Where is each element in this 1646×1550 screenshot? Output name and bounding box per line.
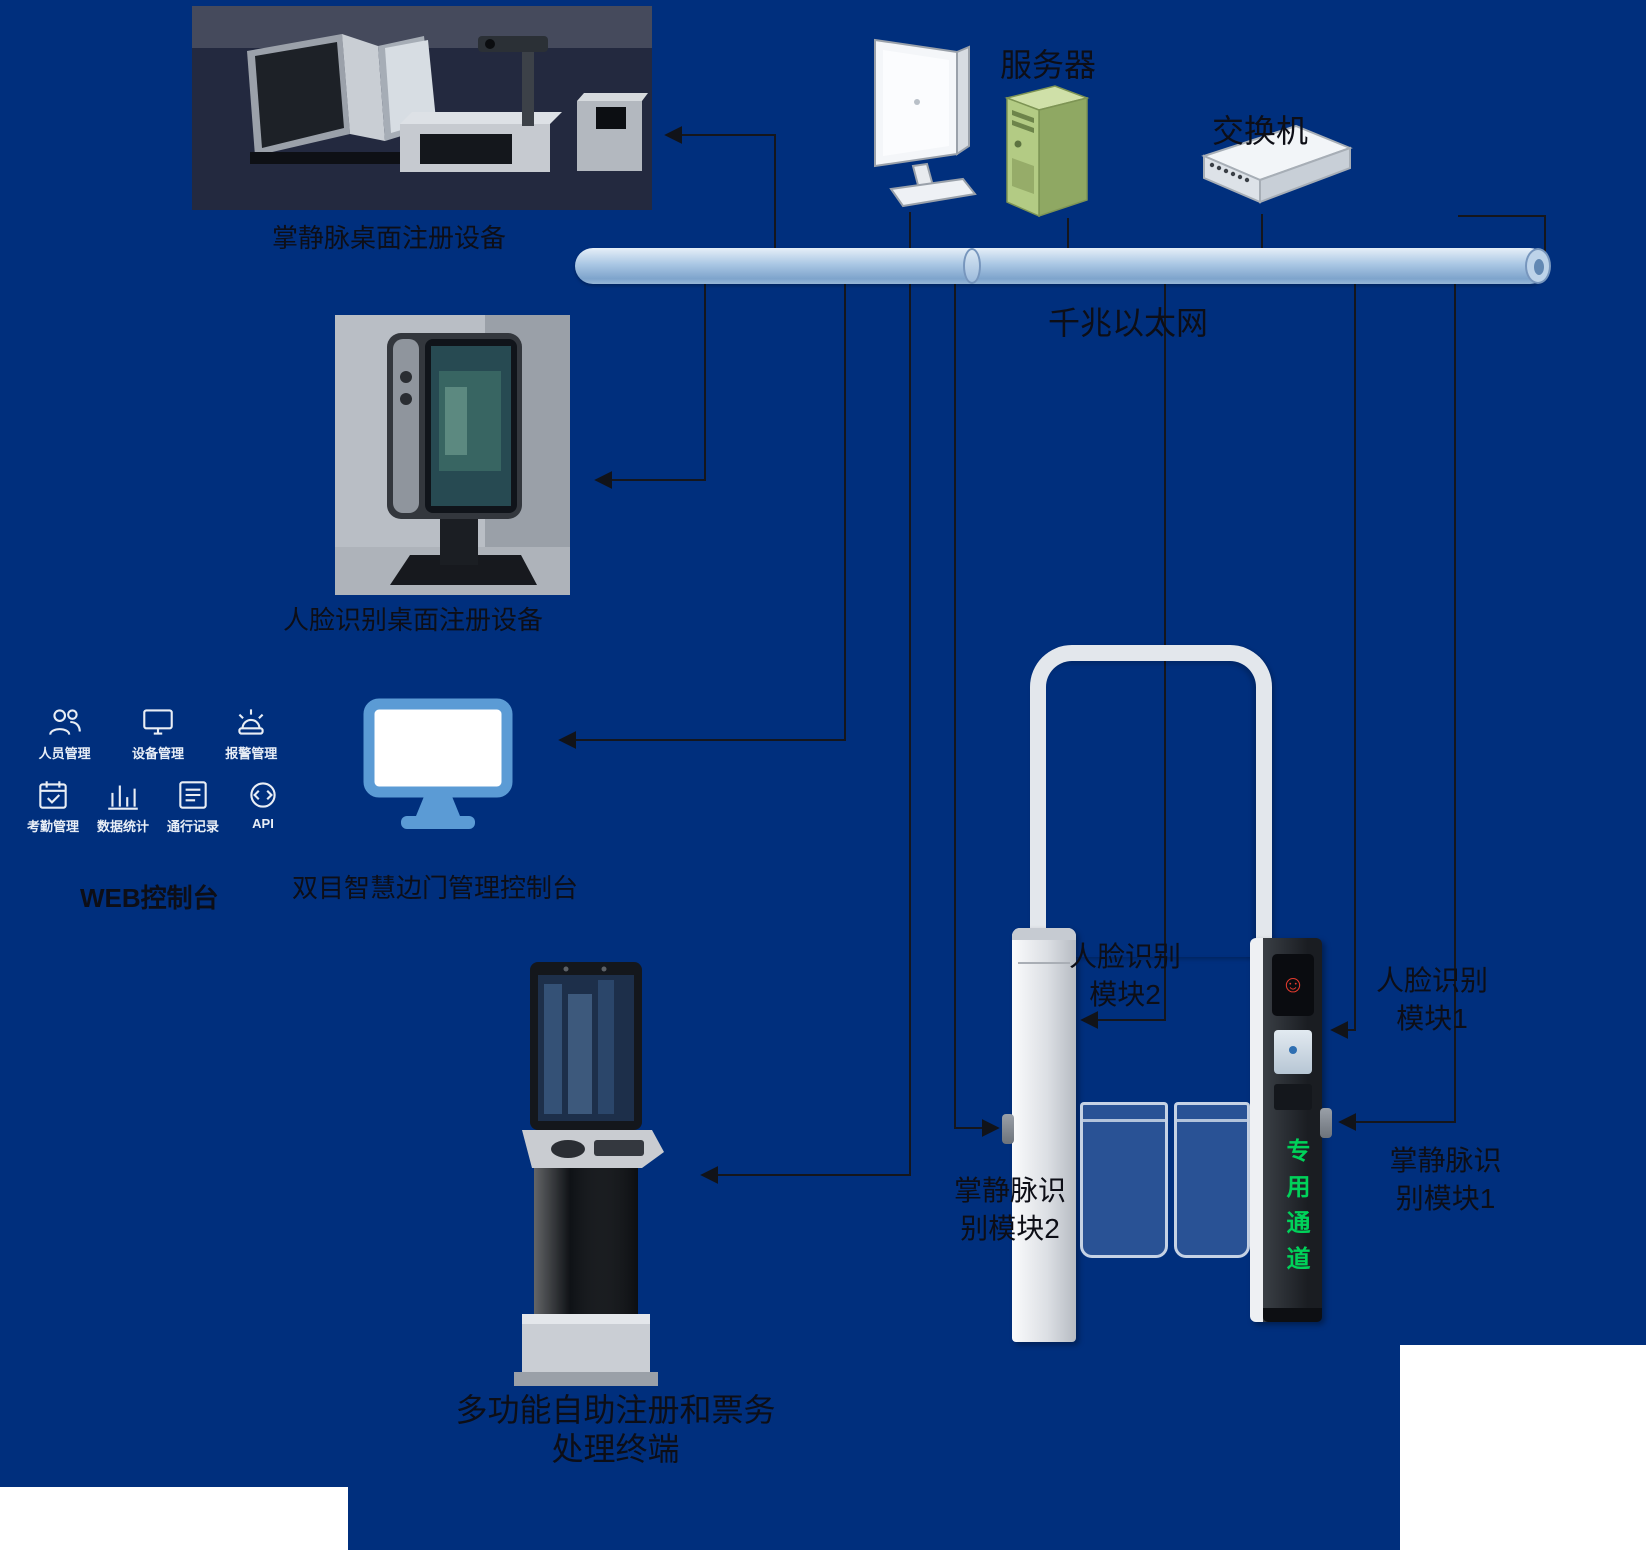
web-console-item-api: API [228,776,298,835]
gate-arch [1030,645,1272,957]
face-module-2-line1: 人脸识别 [1068,941,1181,972]
management-console-monitor [363,698,513,838]
users-icon [48,709,81,735]
line-palm-desktop [664,126,776,250]
reader-indicator-dot [1289,1046,1297,1054]
kiosk-label-line1: 多功能自助注册和票务 [455,1392,776,1428]
palm-desktop-device-label: 掌静脉桌面注册设备 [272,223,507,253]
alarm-icon [238,709,264,735]
background-cutout-bottom-right [1400,1345,1646,1550]
line-management-console [558,268,846,749]
face-scan-icon: ☺ [1280,971,1306,998]
line-bus-right-end [1458,215,1546,252]
device-icon [143,709,173,735]
palm-desktop-device-image [192,6,652,210]
web-console-label: WEB控制台 [80,883,219,913]
face-module-2-label: 人脸识别 模块2 [1055,938,1195,1014]
web-console-item-label: 考勤管理 [26,819,79,834]
face-module-1-line1: 人脸识别 [1375,965,1488,996]
web-console-item-label: 报警管理 [225,746,278,761]
web-console-item-personnel: 人员管理 [30,703,100,762]
web-console-item-records: 通行记录 [158,776,228,835]
ethernet-bus [575,248,1551,284]
web-console-item-alarm: 报警管理 [216,703,286,762]
pipe-end-cap [1525,248,1551,284]
attendance-icon [39,781,67,809]
gate-glass-wing-left [1080,1102,1168,1258]
face-module-2-line2: 模块2 [1089,979,1161,1010]
server-tower [995,82,1095,222]
pipe-joint [963,248,981,284]
palm-module-1-line1: 掌静脉识 [1389,1145,1502,1176]
face-module-1-label: 人脸识别 模块1 [1362,962,1502,1038]
palm-desktop-device-photo [192,6,652,210]
kiosk-label-line2: 处理终端 [551,1431,680,1467]
monitor-3d-icon [874,38,977,208]
ethernet-label: 千兆以太网 [1048,305,1209,341]
gate-pillar-right: ☺ 专用通道 [1250,938,1322,1322]
kiosk-terminal [492,962,677,1390]
line-face-desktop [594,268,706,489]
switch-3d-icon [1201,124,1353,204]
workstation-monitor [865,32,990,214]
pillar-right-base [1263,1308,1322,1322]
palm-reader-module-1 [1320,1108,1332,1138]
pipe-end-cap-hole [1534,259,1544,275]
background-cutout-bottom-left [0,1487,348,1550]
palm-module-1-line2: 别模块1 [1395,1183,1496,1214]
web-console-panel: 人员管理 设备管理 报警管理 [18,703,298,849]
web-console-item-attendance: 考勤管理 [18,776,88,835]
palm-module-2-label: 掌静脉识 别模块2 [935,1172,1085,1248]
web-console-item-device: 设备管理 [123,703,193,762]
line-face-module-2 [1080,268,1166,1029]
palm-module-1-label: 掌静脉识 别模块1 [1368,1142,1523,1218]
web-console-item-label: 数据统计 [96,819,149,834]
pass-record-icon [179,781,207,809]
glass-wing-frame-bar [1083,1119,1165,1122]
web-console-row-2: 考勤管理 数据统计 通行记录 API [18,776,298,835]
web-console-row-1: 人员管理 设备管理 报警管理 [18,703,298,762]
stats-icon [108,785,138,810]
line-face-module-1 [1330,268,1356,1039]
console-monitor-icon [363,698,513,829]
kiosk-image [514,962,664,1386]
face-module-1-line2: 模块1 [1396,1003,1468,1034]
api-icon [250,782,276,808]
dedicated-channel-label: 专用通道 [1282,1138,1309,1282]
gate-glass-wing-right [1174,1102,1250,1258]
face-desktop-device-image [335,315,570,595]
network-switch [1198,122,1356,217]
web-console-item-label: API [252,816,274,831]
gate-pillar-left [1012,928,1076,1342]
switch-label: 交换机 [1212,113,1309,149]
line-kiosk [700,268,911,1184]
web-console-item-stats: 数据统计 [88,776,158,835]
management-console-label: 双目智慧边门管理控制台 [292,873,579,903]
server-3d-icon [1004,85,1090,218]
card-reader [1274,1030,1312,1074]
sensor-window [1274,1084,1312,1110]
line-palm-module-2 [954,268,1000,1137]
web-console-item-label: 设备管理 [131,746,184,761]
palm-reader-module-2 [1002,1114,1014,1144]
glass-wing-frame-bar [1177,1119,1247,1122]
palm-module-2-line1: 掌静脉识 [953,1175,1066,1206]
face-desktop-device-photo [335,315,570,595]
pillar-left-cap [1012,928,1076,940]
server-label: 服务器 [1000,47,1097,83]
face-recognition-module-1-screen: ☺ [1272,954,1314,1016]
web-console-item-label: 通行记录 [166,819,219,834]
pillar-left-seam [1018,962,1070,964]
palm-module-2-line2: 别模块2 [960,1213,1060,1244]
face-desktop-device-label: 人脸识别桌面注册设备 [283,605,544,635]
line-palm-module-1 [1338,268,1456,1131]
web-console-item-label: 人员管理 [38,746,91,761]
